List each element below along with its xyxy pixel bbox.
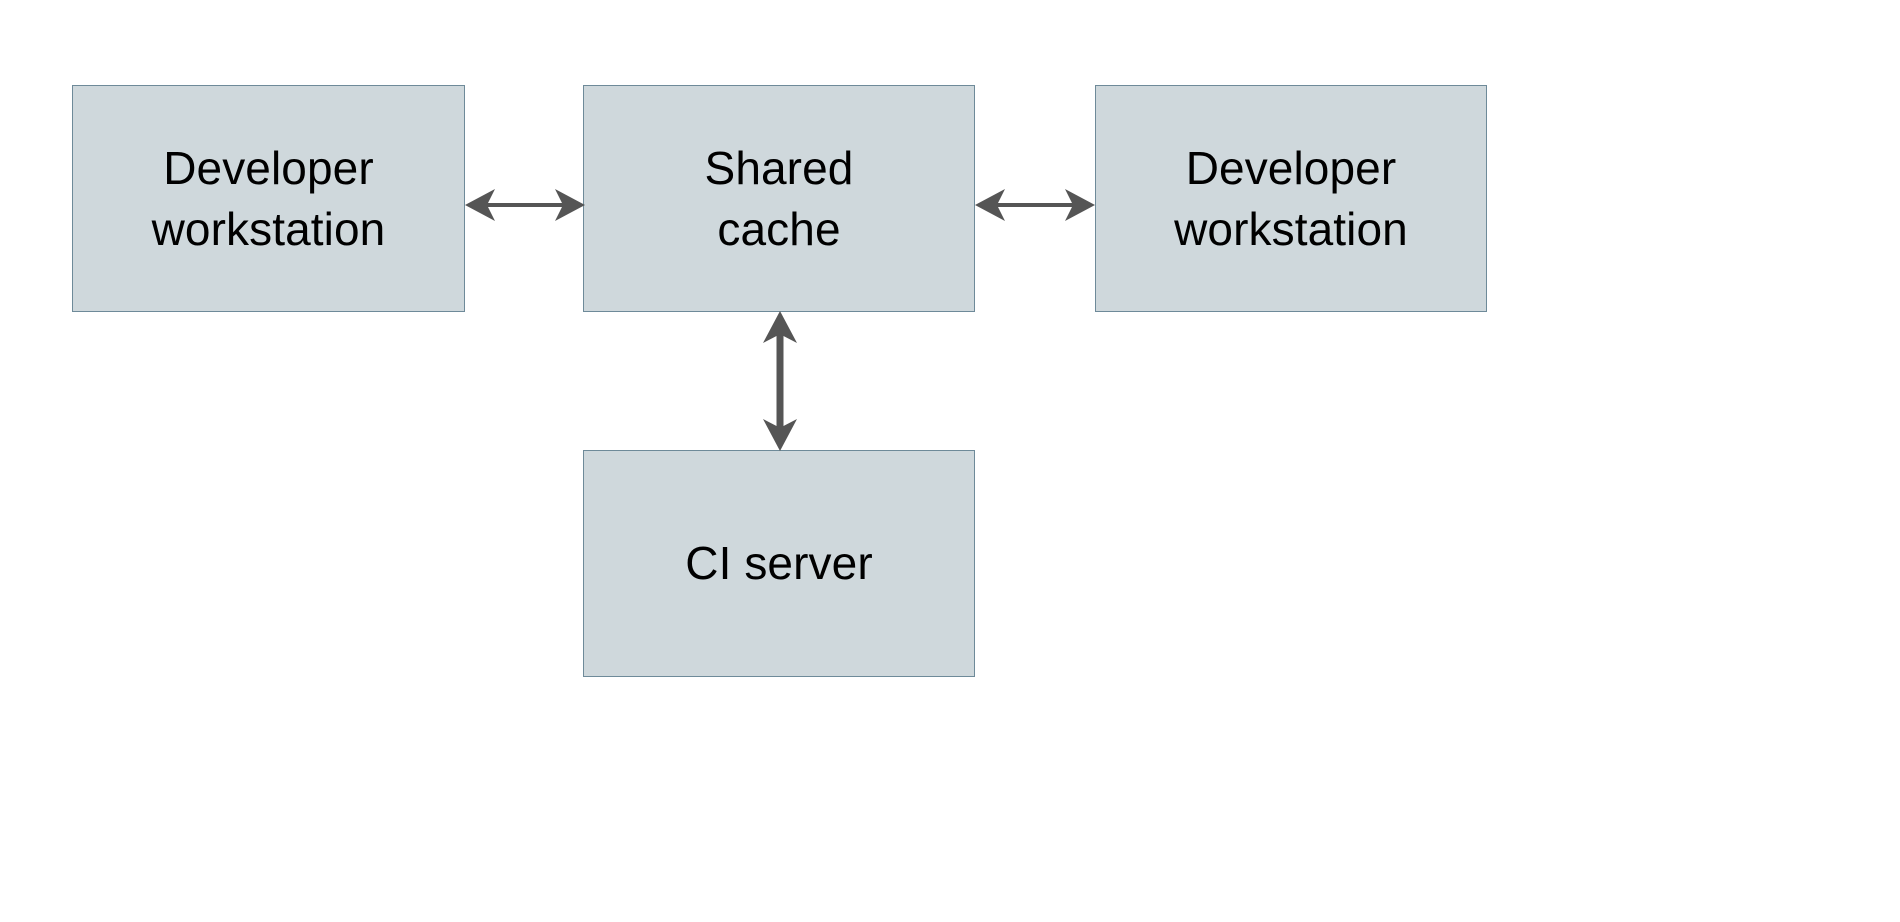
edge-shared-cache-to-developer-right (965, 170, 1105, 240)
node-label: Developer workstation (1174, 141, 1408, 255)
node-label: Shared cache (704, 141, 854, 255)
node-developer-workstation-left[interactable]: Developer workstation (72, 85, 465, 312)
node-label: CI server (685, 537, 873, 590)
node-shared-cache[interactable]: Shared cache (583, 85, 975, 312)
edge-developer-left-to-shared-cache (455, 170, 595, 240)
edge-shared-cache-to-ci-server (745, 305, 815, 457)
node-label: Developer workstation (151, 141, 386, 255)
double-headed-arrow-icon (975, 189, 1095, 221)
double-headed-arrow-icon (465, 189, 585, 221)
node-ci-server[interactable]: CI server (583, 450, 975, 677)
node-developer-workstation-right[interactable]: Developer workstation (1095, 85, 1487, 312)
double-headed-arrow-icon (763, 311, 797, 451)
